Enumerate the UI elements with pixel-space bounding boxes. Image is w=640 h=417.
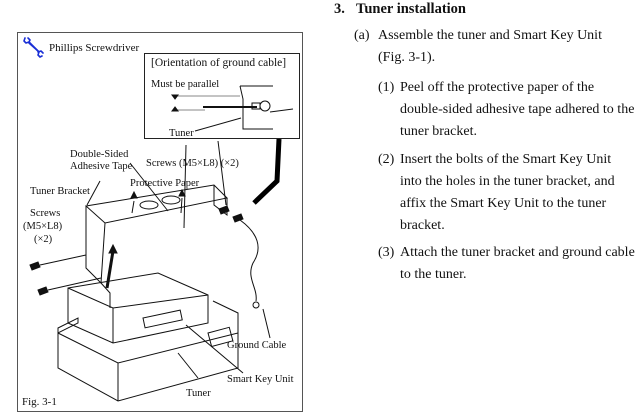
section-number: 3. [334, 1, 345, 17]
inset-note: Must be parallel [151, 79, 220, 90]
label-screws-left-1: Screws [30, 208, 61, 219]
label-tuner: Tuner [186, 388, 211, 399]
tool-label: Phillips Screwdriver [49, 42, 140, 54]
substep-1-line-3: tuner bracket. [400, 124, 477, 139]
label-smart-key-unit: Smart Key Unit [227, 374, 294, 385]
substep-2-line-4: bracket. [400, 218, 445, 233]
inset-pointer [252, 138, 282, 205]
section-title: Tuner installation [356, 1, 466, 17]
substep-1-line-2: double-sided adhesive tape adhered to th… [400, 102, 635, 117]
label-ground-cable: Ground Cable [227, 340, 287, 351]
substep-1-line-1: Peel off the protective paper of the [400, 80, 595, 95]
substep-3-line-2: to the tuner. [400, 267, 467, 282]
label-screws-left-3: (×2) [34, 234, 53, 245]
inset-tuner-label: Tuner [169, 128, 194, 139]
figure-caption: Fig. 3-1 [22, 396, 57, 408]
label-protective-paper: Protective Paper [130, 178, 200, 189]
figure-3-1: Phillips Screwdriver [17, 32, 303, 412]
substep-3-line-1: Attach the tuner bracket and ground cabl… [400, 245, 635, 260]
substep-2-line-1: Insert the bolts of the Smart Key Unit [400, 152, 612, 167]
assembly-drawing [29, 138, 282, 402]
label-screws-right: Screws (M5×L8) (×2) [146, 158, 239, 169]
substep-2-line-2: into the holes in the tuner bracket, and [400, 174, 615, 189]
wrench-icon [23, 37, 44, 58]
inset-drawing [171, 85, 294, 132]
substep-1-marker: (1) [378, 80, 395, 95]
substep-2-line-3: affix the Smart Key Unit to the tuner [400, 196, 607, 211]
step-a-marker: (a) [354, 28, 370, 43]
section-heading: 3. Tuner installation [334, 0, 466, 20]
label-screws-left-2: (M5×L8) [23, 221, 63, 232]
label-double-sided-2: Adhesive Tape [70, 161, 133, 172]
tuner-bracket [84, 184, 229, 224]
substep-3-marker: (3) [378, 245, 395, 260]
label-double-sided-1: Double-Sided [70, 149, 129, 160]
tuner-body [57, 317, 79, 334]
ground-cable-line [239, 219, 259, 302]
label-tuner-bracket: Tuner Bracket [30, 186, 90, 197]
ground-cable-orientation-inset: [Orientation of ground cable] Must be pa… [144, 53, 300, 139]
step-a-line-1: Assemble the tuner and Smart Key Unit [378, 28, 602, 43]
inset-title: [Orientation of ground cable] [151, 57, 287, 69]
smart-key-unit [67, 272, 209, 344]
step-a-line-2: (Fig. 3-1). [378, 50, 436, 65]
substep-2-marker: (2) [378, 152, 395, 167]
